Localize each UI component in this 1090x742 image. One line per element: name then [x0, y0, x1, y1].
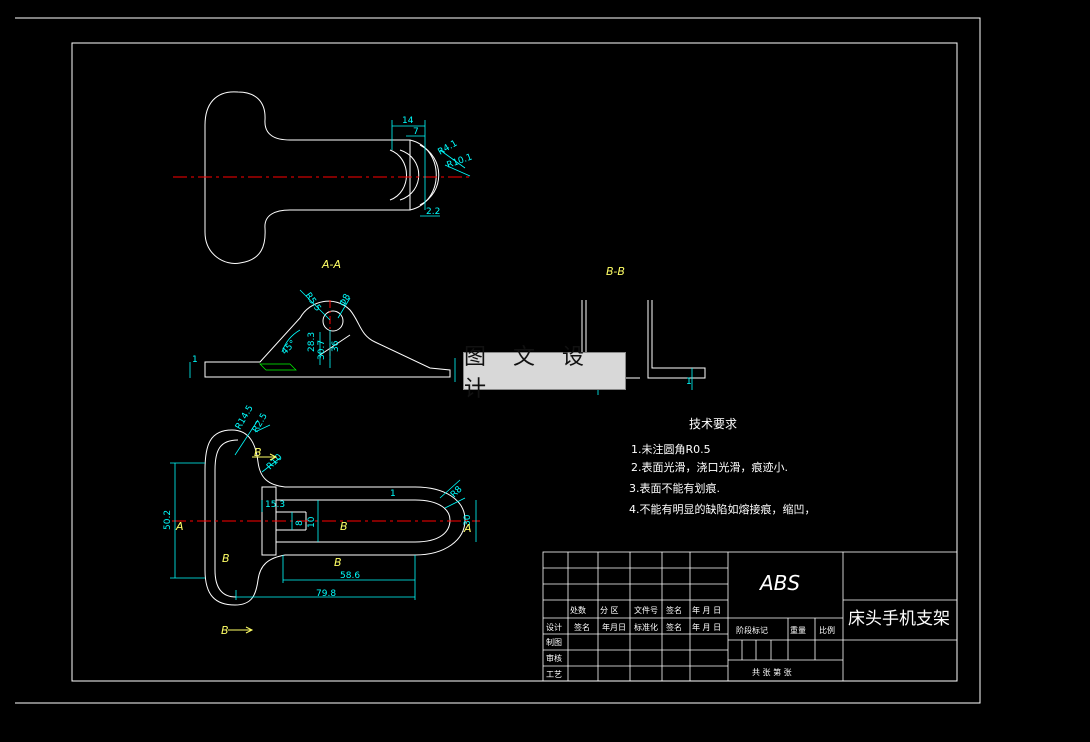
tb-sheets: 共 张 第 张: [752, 667, 792, 677]
tb-r1-c2: 分 区: [600, 606, 619, 615]
dim-plan-r10: R10: [265, 452, 285, 472]
sheet-frame: [15, 17, 981, 704]
section-aa-dimension-text: 1 R5.5 Φ8 28.3 30.7 36 45°: [192, 291, 353, 365]
tb-left-drawing: 制图: [546, 637, 562, 647]
cut-marker-labels: B B B B B A A: [175, 446, 472, 637]
tb-r1-c3: 文件号: [634, 605, 658, 615]
dim-bb-1: 1: [686, 377, 692, 387]
tb-r2-c3: 年月日: [602, 622, 626, 632]
tb-r2-c6: 年 月 日: [692, 622, 721, 632]
dim-plan-1: 1: [390, 489, 396, 499]
cut-label-a-right: A: [463, 522, 472, 535]
dim-plan-58-6: 58.6: [340, 571, 360, 581]
cut-label-b-inner: B: [222, 552, 230, 565]
dim-aa-1: 1: [192, 355, 198, 365]
cut-label-b-bottom: B: [221, 624, 229, 637]
tb-left-process: 工艺: [546, 670, 562, 679]
section-aa-hatch: [259, 363, 297, 371]
plan-view: [204, 429, 466, 606]
dim-aa-45: 45°: [280, 339, 298, 357]
dim-plan-15-3: 15.3: [265, 500, 285, 510]
tb-r2-c2: 签名: [574, 622, 590, 632]
dim-top-r10-1: R10.1: [446, 152, 474, 170]
tech-item-3: 3.表面不能有划痕.: [629, 481, 720, 495]
section-aa-dimensions: [189, 289, 456, 382]
tb-weight: 重量: [790, 625, 806, 635]
tech-item-2: 2.表面光滑，浇口光滑，痕迹小.: [631, 460, 788, 474]
section-aa-label: A-A: [321, 258, 341, 271]
watermark-label: 图 文 设 计: [463, 345, 626, 402]
dim-plan-8: 8: [295, 520, 305, 526]
tb-r2-c5: 签名: [666, 622, 682, 632]
dim-top-2-2: 2.2: [426, 207, 440, 217]
dim-aa-36: 36: [331, 340, 341, 352]
cut-label-b-lower: B: [334, 556, 342, 569]
tb-stage-mark: 阶段标记: [736, 625, 768, 635]
title-block-grid: [542, 551, 958, 682]
cut-label-a-left: A: [175, 520, 184, 533]
plan-dimensions: [170, 419, 477, 600]
tb-r2-c1: 设计: [546, 622, 562, 632]
cut-label-b-right: B: [340, 520, 348, 533]
tb-r1-c1: 处数: [570, 605, 586, 615]
tech-item-1: 1.未注圆角R0.5: [631, 442, 711, 456]
tb-r1-c4: 签名: [666, 605, 682, 615]
dim-plan-30: 30: [463, 514, 473, 526]
dim-aa-30-7: 30.7: [317, 340, 327, 360]
tech-requirements: 技术要求 1.未注圆角R0.5 2.表面光滑，浇口光滑，痕迹小. 3.表面不能有…: [629, 417, 816, 516]
dim-aa-28-3: 28.3: [307, 332, 317, 352]
tech-item-4: 4.不能有明显的缺陷如熔接痕，缩凹，: [629, 502, 816, 516]
tb-left-review: 审核: [546, 653, 562, 663]
title-block-text: 处数 分 区 文件号 签名 年 月 日 设计 签名 年月日 标准化 签名 年 月…: [546, 605, 835, 679]
dim-plan-10: 10: [307, 516, 317, 528]
cut-label-b-top: B: [254, 446, 262, 459]
top-view-dimensions: [391, 120, 471, 217]
top-view: [173, 91, 470, 264]
section-bb-label: B-B: [606, 265, 625, 278]
material-label: ABS: [758, 571, 800, 595]
dim-plan-r2-5: R2.5: [251, 412, 270, 435]
tb-r2-c4: 标准化: [634, 622, 658, 632]
dim-plan-79-8: 79.8: [316, 589, 336, 599]
dim-top-14: 14: [402, 116, 414, 126]
part-title: 床头手机支架: [848, 609, 950, 629]
dim-top-7: 7: [413, 127, 419, 137]
tb-r1-c5: 年 月 日: [692, 605, 721, 615]
dim-plan-r8: R8: [449, 484, 465, 500]
cut-markers: [228, 453, 278, 634]
section-aa-view: [204, 300, 451, 378]
dim-top-r4-1: R4.1: [437, 139, 460, 158]
tb-scale: 比例: [819, 625, 835, 635]
tech-heading: 技术要求: [689, 417, 737, 431]
dim-aa-d8: Φ8: [338, 292, 353, 308]
dim-plan-50-2: 50.2: [163, 510, 173, 530]
